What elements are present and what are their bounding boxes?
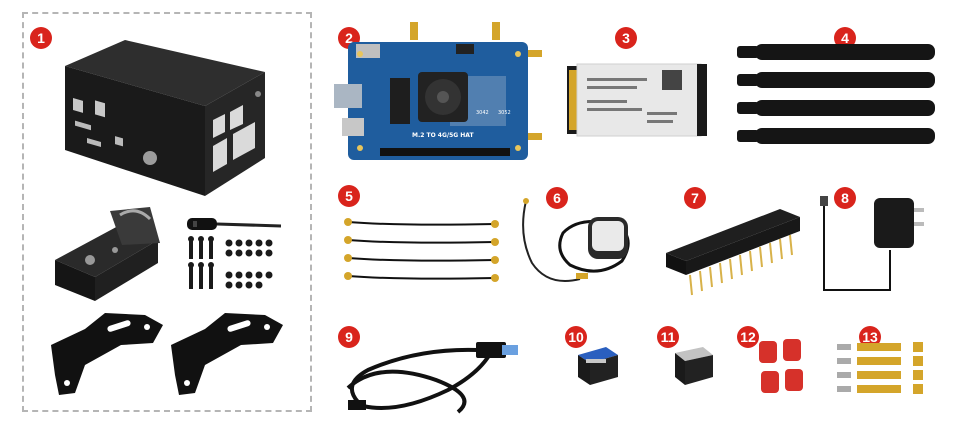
screwdriver-image — [185, 212, 285, 240]
power-adapter-image — [818, 190, 928, 300]
red-caps-image — [757, 337, 805, 397]
badge-1: 1 — [30, 27, 52, 49]
din-rail-bracket-image — [50, 205, 165, 303]
hat-board-image — [330, 20, 545, 168]
usb-cable-image — [338, 330, 523, 415]
usb-adapter-10-image — [572, 345, 624, 393]
badge-7: 7 — [684, 187, 706, 209]
badge-10: 10 — [565, 326, 587, 348]
case-kit-frame — [22, 12, 312, 412]
usb-adapter-11-image — [667, 345, 719, 393]
hat-port-b-label: 3052 — [498, 110, 511, 116]
badge-12: 12 — [737, 326, 759, 348]
ipex-cables-image — [340, 210, 510, 285]
hat-port-a-label: 3042 — [476, 110, 489, 116]
mounting-brackets-image — [45, 305, 290, 400]
badge-6: 6 — [546, 187, 568, 209]
hat-label: M.2 TO 4G/5G HAT — [412, 132, 474, 139]
badge-9: 9 — [338, 326, 360, 348]
badge-5: 5 — [338, 185, 360, 207]
badge-8: 8 — [834, 187, 856, 209]
pin-header-image — [660, 205, 805, 297]
badge-3: 3 — [615, 27, 637, 49]
lte-antennas-image — [735, 38, 940, 158]
badge-13: 13 — [859, 326, 881, 348]
standoffs-image — [835, 340, 930, 400]
badge-11: 11 — [657, 326, 679, 348]
badge-4: 4 — [834, 27, 856, 49]
screws-image — [185, 235, 285, 295]
gps-antenna-image — [518, 195, 643, 290]
m2-module-image — [567, 60, 712, 140]
metal-case-image — [45, 28, 270, 203]
